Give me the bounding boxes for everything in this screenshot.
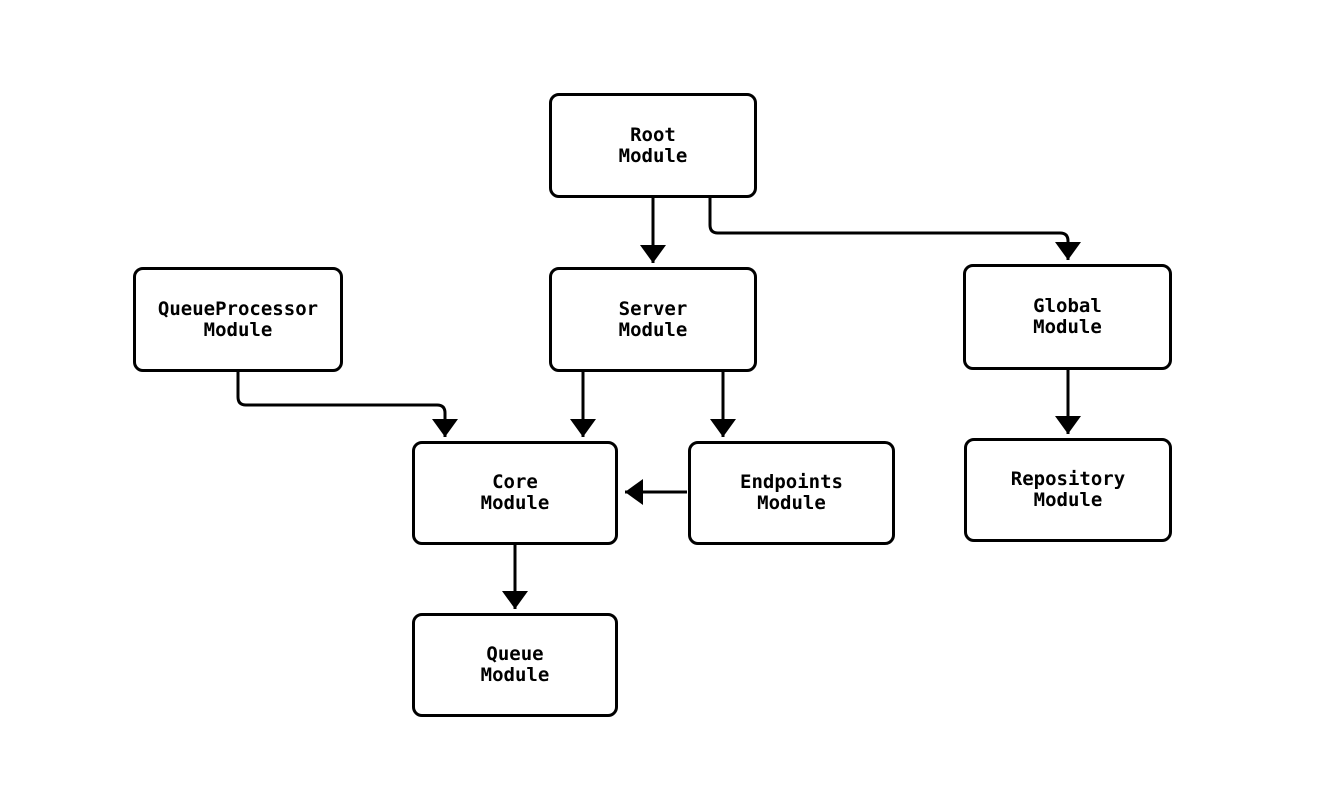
node-server-module-label: Server Module (618, 297, 688, 341)
node-global-module-label: Global Module (1033, 295, 1102, 338)
node-global-module: Global Module (963, 264, 1172, 370)
edge-queueprocessor-to-core (236, 372, 458, 437)
node-queueprocessor-module-label: QueueProcessor Module (157, 297, 319, 341)
edge-root-to-global (708, 198, 1081, 260)
node-queueprocessor-module: QueueProcessor Module (133, 267, 343, 372)
node-queue-module-label: Queue Module (480, 643, 550, 686)
node-root-module: Root Module (549, 93, 757, 198)
node-repository-module-label: Repository Module (1010, 468, 1126, 511)
node-core-module-label: Core Module (480, 471, 550, 514)
node-endpoints-module-label: Endpoints Module (740, 471, 843, 514)
node-server-module: Server Module (549, 267, 757, 372)
node-queue-module: Queue Module (412, 613, 618, 717)
node-repository-module: Repository Module (964, 438, 1172, 542)
node-endpoints-module: Endpoints Module (688, 441, 895, 545)
node-core-module: Core Module (412, 441, 618, 545)
node-root-module-label: Root Module (618, 123, 688, 167)
